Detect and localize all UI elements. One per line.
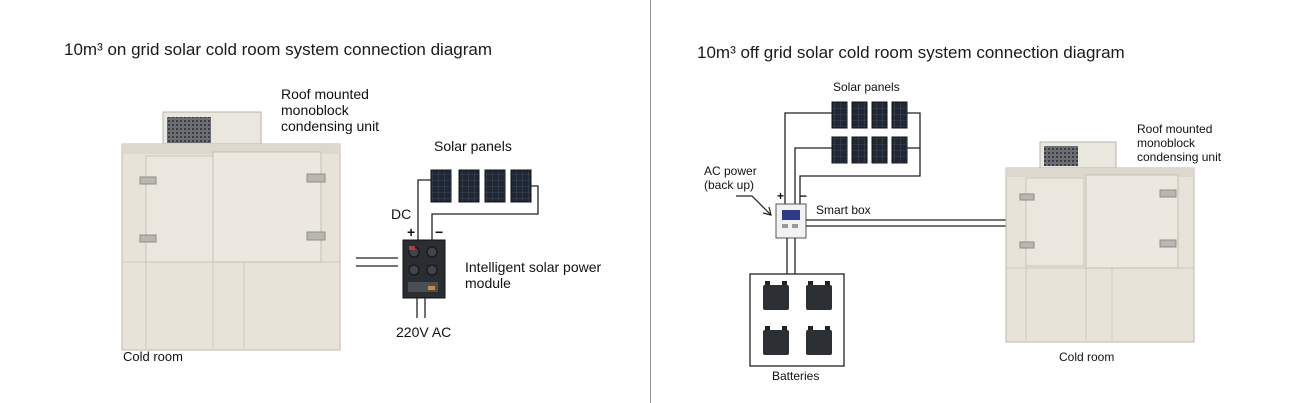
right-solar-panel-6	[851, 136, 868, 164]
right-plus-sign: +	[777, 189, 785, 203]
right-solar-panel-7	[871, 136, 888, 164]
left-roof-unit-label: Roof mounted monoblock condensing unit	[281, 86, 380, 135]
right-battery-bank	[749, 273, 845, 367]
battery-3	[763, 326, 789, 355]
left-cold-room	[121, 143, 341, 351]
left-dc-label: DC	[391, 206, 412, 222]
right-battery-wiring	[786, 238, 796, 274]
left-diagram-title: 10m³ on grid solar cold room system conn…	[64, 40, 493, 59]
left-cold-room-label: Cold room	[123, 349, 183, 364]
left-solar-panel-4	[510, 169, 532, 203]
right-condensing-unit	[1039, 141, 1117, 171]
left-dc-wiring	[417, 179, 539, 240]
right-cold-room-label: Cold room	[1059, 350, 1115, 364]
left-module-label: Intelligent solar power module	[465, 259, 602, 292]
left-solar-panels-label: Solar panels	[434, 138, 512, 154]
left-ac-wiring	[416, 298, 426, 318]
right-solar-panel-3	[871, 101, 888, 129]
left-condensing-unit	[162, 111, 262, 147]
right-smart-box	[775, 203, 807, 239]
right-solar-panel-8	[891, 136, 908, 164]
right-solar-panels-label: Solar panels	[833, 80, 900, 94]
right-diagram-title: 10m³ off grid solar cold room system con…	[697, 43, 1125, 62]
right-roof-unit-label: Roof mounted monoblock condensing unit	[1137, 122, 1222, 164]
left-minus-sign: −	[435, 224, 444, 240]
left-plus-sign: +	[407, 224, 416, 240]
battery-2	[806, 281, 832, 310]
right-solar-panel-5	[831, 136, 848, 164]
right-box-room-link	[806, 219, 1006, 227]
right-smart-box-label: Smart box	[816, 203, 871, 217]
right-cold-room	[1005, 167, 1195, 343]
left-room-module-link	[356, 257, 398, 267]
left-solar-power-module	[402, 239, 446, 299]
left-solar-array	[430, 169, 532, 203]
right-ac-power-label: AC power (back up)	[704, 164, 757, 192]
left-solar-panel-2	[458, 169, 480, 203]
right-solar-panel-2	[851, 101, 868, 129]
left-solar-panel-1	[430, 169, 452, 203]
right-dc-wiring	[784, 112, 921, 205]
battery-4	[806, 326, 832, 355]
battery-1	[763, 281, 789, 310]
panel-divider	[650, 0, 651, 403]
right-solar-panel-1	[831, 101, 848, 129]
right-minus-sign: −	[800, 189, 808, 203]
right-solar-array	[831, 101, 908, 164]
left-solar-panel-3	[484, 169, 506, 203]
right-ac-backup-arrow	[736, 195, 772, 216]
right-solar-panel-4	[891, 101, 908, 129]
left-ac-label: 220V AC	[396, 324, 452, 340]
right-batteries-label: Batteries	[772, 369, 820, 383]
